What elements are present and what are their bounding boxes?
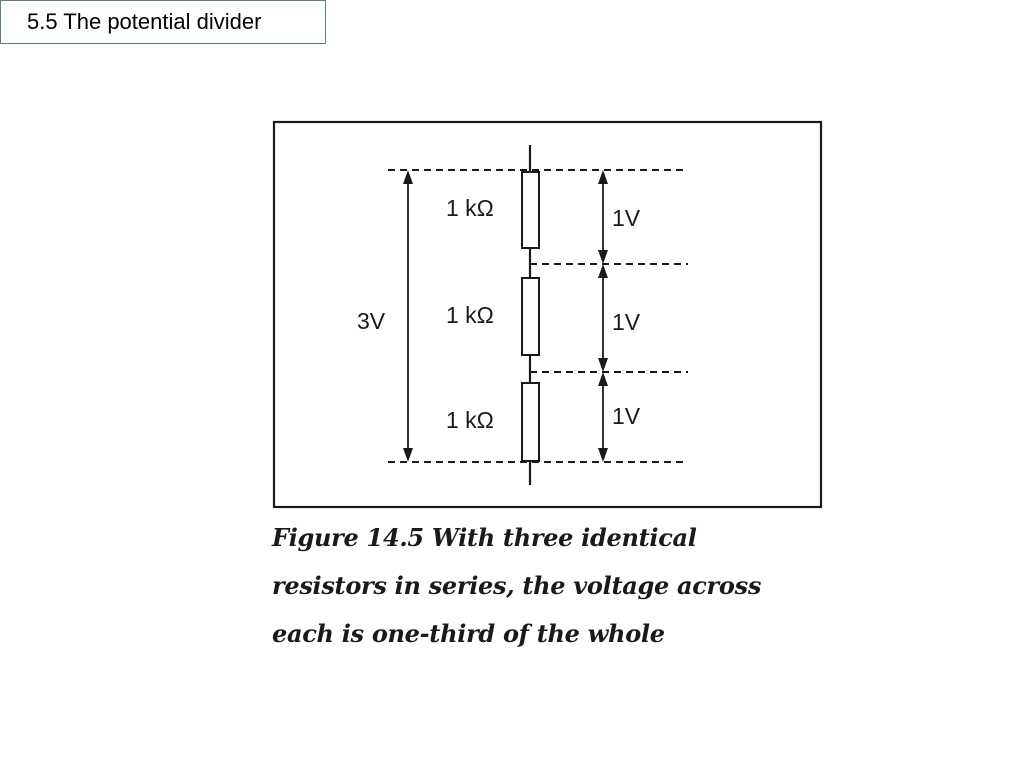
caption-line-3: each is one-third of the whole xyxy=(272,619,665,648)
voltage-3-label: 1V xyxy=(612,403,641,429)
resistor-2-label: 1 kΩ xyxy=(446,302,494,328)
voltage-arrow-1-head-down xyxy=(598,250,608,264)
caption-line-1: Figure 14.5 With three identical xyxy=(272,523,697,552)
resistor-1-label: 1 kΩ xyxy=(446,195,494,221)
voltage-arrow-3-head-down xyxy=(598,448,608,462)
resistor-3-label: 1 kΩ xyxy=(446,407,494,433)
resistor-2 xyxy=(521,277,540,356)
resistor-3 xyxy=(521,382,540,462)
voltage-arrow-3-head-up xyxy=(598,372,608,386)
total-voltage-label: 3V xyxy=(357,308,386,334)
figure-caption: Figure 14.5 With three identical resisto… xyxy=(272,514,832,658)
slide-title: 5.5 The potential divider xyxy=(0,0,326,44)
voltage-arrow-2-head-up xyxy=(598,264,608,278)
caption-line-2: resistors in series, the voltage across xyxy=(272,571,762,600)
total-voltage-arrowhead-down xyxy=(403,448,413,462)
voltage-2-label: 1V xyxy=(612,309,641,335)
resistor-1 xyxy=(521,171,540,249)
slide-title-text: 5.5 The potential divider xyxy=(27,9,262,34)
voltage-arrow-2-head-down xyxy=(598,358,608,372)
voltage-arrow-1-head-up xyxy=(598,170,608,184)
figure-frame xyxy=(272,120,823,509)
total-voltage-arrowhead-up xyxy=(403,170,413,184)
voltage-1-label: 1V xyxy=(612,205,641,231)
